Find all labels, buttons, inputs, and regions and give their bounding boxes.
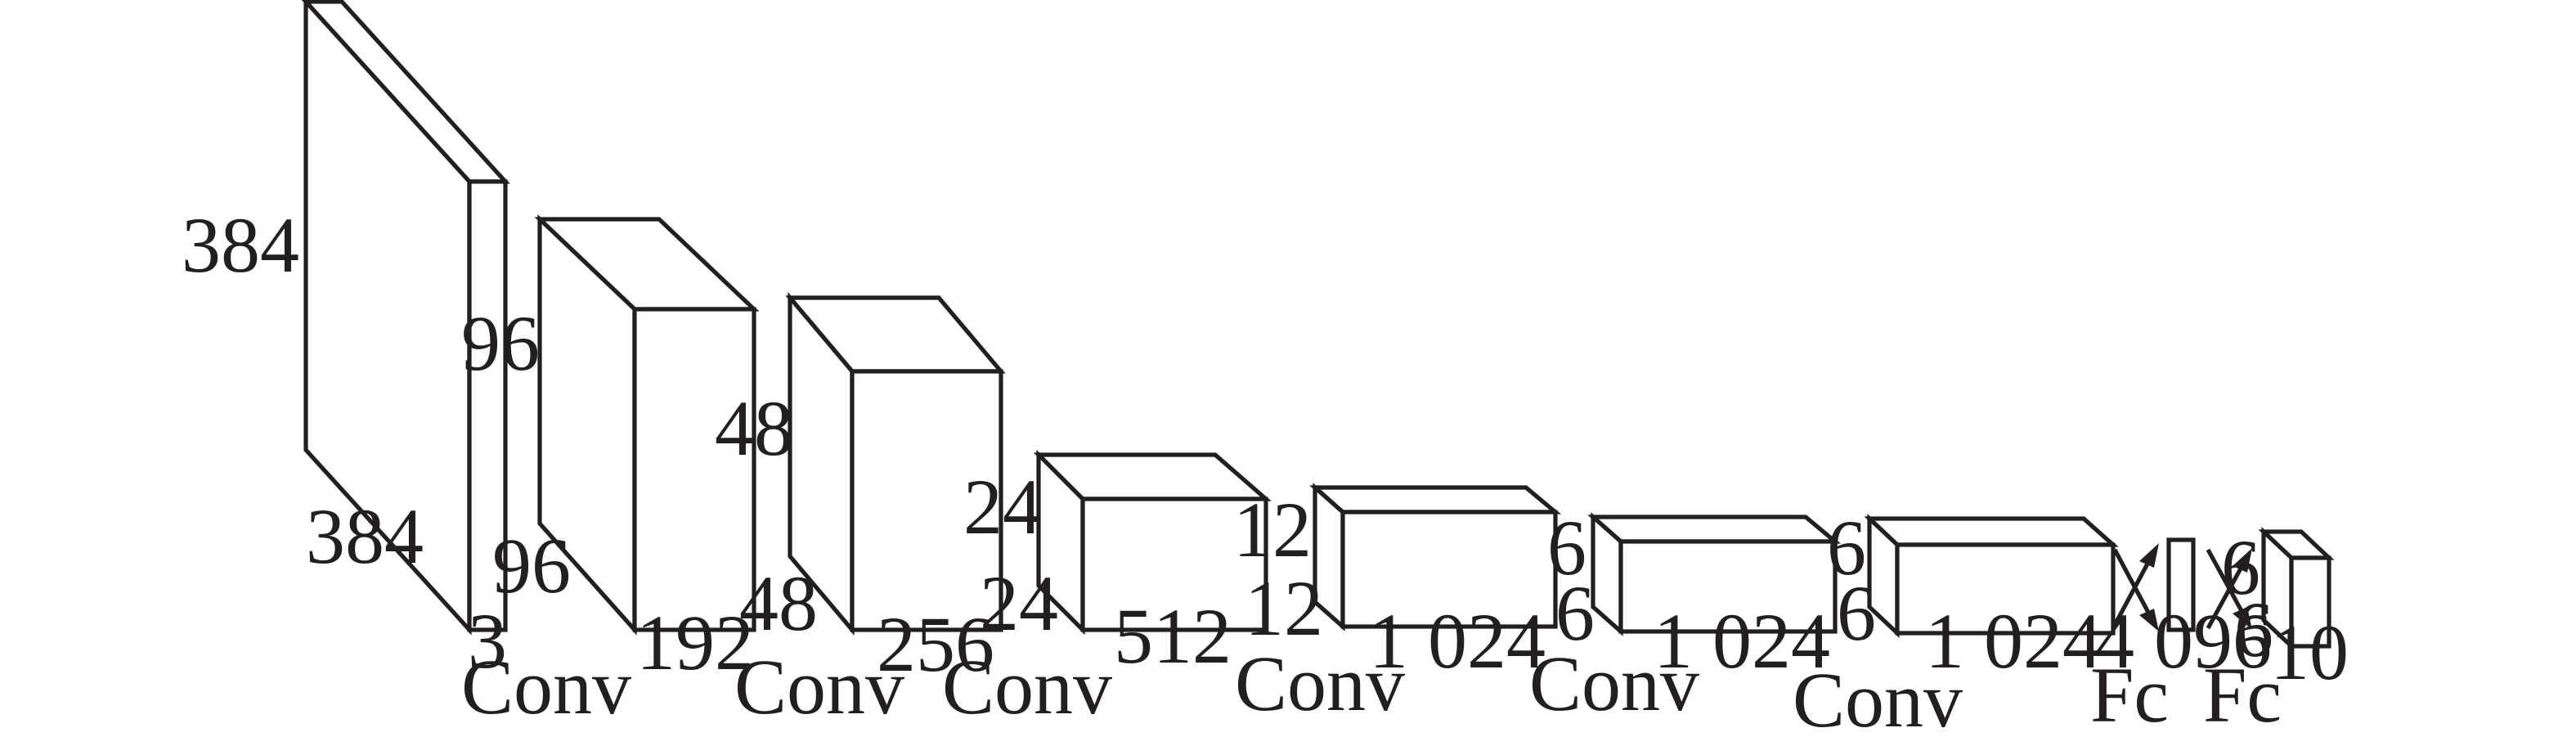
layer-label-6: Conv	[1793, 656, 1963, 744]
layer-label-7: Fc	[2090, 651, 2169, 739]
block-1-depth-label: 3	[468, 597, 507, 685]
block-9-width-label: 6	[2234, 586, 2273, 673]
fc-connection-1	[2112, 543, 2159, 631]
layer-label-4: Conv	[1235, 640, 1405, 727]
block-1-height-label: 384	[182, 201, 299, 289]
block-4-width-label: 24	[980, 560, 1058, 647]
block-7-height-label: 6	[1827, 504, 1866, 591]
block-6	[1587, 512, 1842, 636]
block-9-depth-label: 10	[2270, 609, 2349, 696]
block-2	[534, 213, 760, 636]
block-9-height-label: 6	[2221, 524, 2260, 611]
block-7-depth-label: 1 024	[1925, 597, 2102, 685]
layer-label-3: Conv	[942, 643, 1112, 730]
block-2-depth-label: 192	[636, 599, 754, 686]
layer-label-2: Conv	[734, 643, 904, 730]
block-4-depth-label: 512	[1114, 592, 1232, 680]
layer-label-8: Fc	[2203, 651, 2282, 739]
block-5	[1309, 483, 1562, 631]
block-3-width-label: 48	[739, 560, 818, 647]
layer-label-1: Conv	[461, 643, 631, 730]
block-1-width-label: 384	[306, 492, 424, 580]
block-5-width-label: 12	[1245, 564, 1323, 652]
block-6-width-label: 6	[1555, 569, 1595, 657]
block-9-output	[2258, 526, 2335, 652]
block-7-width-label: 6	[1837, 569, 1876, 657]
block-1-input	[301, 0, 510, 636]
block-8-fc-vector	[2166, 537, 2196, 632]
block-3	[785, 291, 1006, 636]
block-5-height-label: 12	[1233, 486, 1312, 573]
block-7	[1864, 513, 2119, 639]
layer-label-5: Conv	[1529, 640, 1699, 727]
block-6-height-label: 6	[1547, 504, 1586, 591]
block-5-depth-label: 1 024	[1369, 597, 1546, 685]
layer-labels: Conv Conv Conv Conv Conv Conv Fc Fc	[461, 640, 2282, 744]
block-2-width-label: 96	[492, 522, 571, 609]
fc-connection-2	[2206, 548, 2252, 630]
block-3-height-label: 48	[715, 384, 793, 472]
block-6-depth-label: 1 024	[1654, 597, 1830, 685]
block-4	[1033, 449, 1272, 636]
block-2-height-label: 96	[461, 299, 540, 387]
block-3-depth-label: 256	[877, 600, 994, 688]
block-8-depth-label: 4 096	[2095, 597, 2272, 685]
block-4-height-label: 24	[963, 463, 1042, 551]
dimension-labels: 384 384 3 96 96 192 48 48 256 24 24 512 …	[182, 201, 2349, 696]
